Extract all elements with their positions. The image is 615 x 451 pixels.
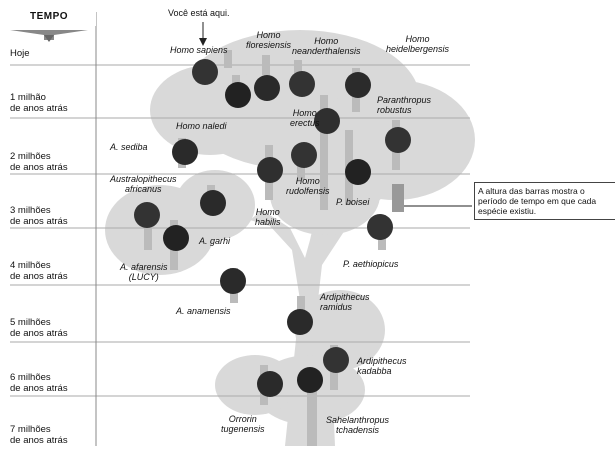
label-paranthropus-robustus: Paranthropus robustus	[377, 95, 432, 115]
label-neanderthalensis: Homo neanderthalensis	[292, 36, 361, 56]
portrait-habilis	[257, 157, 283, 183]
tree-silhouette	[105, 30, 475, 446]
portrait-kadabba	[323, 347, 349, 373]
time-row-1m: 1 milhão de anos atrás	[10, 92, 68, 114]
portrait-paranthropus-robustus	[385, 127, 411, 153]
example-bar	[392, 184, 404, 212]
label-heidelbergensis: Homo heidelbergensis	[386, 34, 450, 54]
label-boisei: P. boisei	[336, 197, 370, 207]
portrait-neanderthalensis	[289, 71, 315, 97]
portrait-aethiopicus	[367, 214, 393, 240]
portrait-naledi	[225, 82, 251, 108]
label-sahelanthropus: Sahelanthropus tchadensis	[326, 415, 390, 435]
bar-sapiens	[224, 50, 232, 68]
label-kadabba: Ardipithecus kadabba	[357, 356, 407, 376]
bar-erectus	[320, 95, 328, 210]
label-garhi: A. garhi	[199, 236, 231, 246]
label-rudolfensis: Homo rudolfensis	[286, 176, 330, 196]
label-orrorin: Orrorin tugenensis	[221, 414, 265, 434]
bar-floresiensis	[262, 55, 270, 75]
portrait-sahelanthropus	[297, 367, 323, 393]
time-row-6m: 6 milhões de anos atrás	[10, 372, 68, 394]
label-afarensis: A. afarensis (LUCY)	[120, 262, 168, 282]
label-habilis: Homo habilis	[255, 207, 281, 227]
label-naledi: Homo naledi	[176, 121, 227, 131]
time-row-3m: 3 milhões de anos atrás	[10, 205, 68, 227]
portrait-erectus	[314, 108, 340, 134]
label-sediba: A. sediba	[110, 142, 148, 152]
portrait-rudolfensis	[291, 142, 317, 168]
label-anamensis: A. anamensis	[176, 306, 231, 316]
portrait-heidelbergensis	[345, 72, 371, 98]
time-row-4m: 4 milhões de anos atrás	[10, 260, 68, 282]
label-erectus: Homo erectus	[290, 108, 320, 128]
time-header: TEMPO	[0, 4, 96, 26]
tempo-title: TEMPO	[30, 11, 69, 22]
here-label: Você está aqui.	[168, 8, 230, 18]
portrait-boisei	[345, 159, 371, 185]
label-sapiens: Homo sapiens	[170, 45, 228, 55]
portrait-floresiensis	[254, 75, 280, 101]
tempo-arrow	[44, 35, 54, 42]
here-arrowhead	[199, 38, 207, 46]
portrait-anamensis	[220, 268, 246, 294]
time-row-today: Hoje	[10, 48, 30, 59]
label-ramidus: Ardipithecus ramidus	[320, 292, 370, 312]
portrait-afarensis	[163, 225, 189, 251]
time-row-7m: 7 milhões de anos atrás	[10, 424, 68, 446]
time-row-5m: 5 milhões de anos atrás	[10, 317, 68, 339]
label-floresiensis: Homo floresiensis	[246, 30, 292, 50]
bar-explanation-note: A altura das barras mostra o período de …	[474, 182, 615, 220]
label-aethiopicus: P. aethiopicus	[343, 259, 399, 269]
portrait-orrorin	[257, 371, 283, 397]
species-group	[134, 50, 411, 446]
time-grid	[10, 64, 470, 397]
time-row-2m: 2 milhões de anos atrás	[10, 151, 68, 173]
portrait-sediba	[172, 139, 198, 165]
portrait-africanus	[134, 202, 160, 228]
portrait-garhi	[200, 190, 226, 216]
label-africanus: Australopithecus africanus	[110, 174, 177, 194]
portrait-ramidus	[287, 309, 313, 335]
bar-sahelanthropus	[307, 370, 317, 446]
portrait-sapiens	[192, 59, 218, 85]
